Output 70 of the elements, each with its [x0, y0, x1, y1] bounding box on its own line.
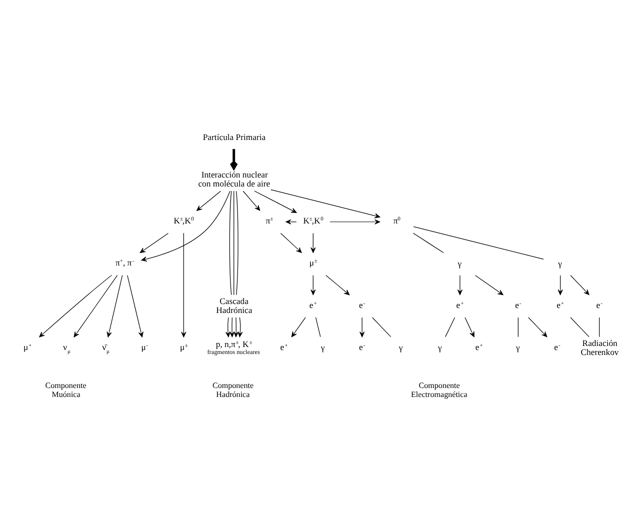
node-text: μ$^{±}$ — [180, 341, 188, 352]
node-text: γ — [558, 258, 562, 268]
node-text: e$^{-}$ — [358, 299, 366, 310]
node-text: e$^{-}$ — [515, 299, 522, 310]
arrow — [106, 274, 123, 337]
arrow — [196, 190, 221, 210]
arrow — [140, 232, 169, 253]
node-text: π$^{0}$ — [393, 215, 400, 226]
arrow — [280, 232, 302, 252]
arrow — [230, 316, 235, 337]
arrow — [230, 148, 238, 170]
arrow — [457, 274, 462, 294]
node-text: γ — [398, 342, 403, 352]
node-text: μ$^{+}$ — [24, 341, 32, 352]
connector — [413, 226, 544, 259]
arrow — [127, 274, 144, 337]
arrow — [74, 274, 118, 337]
arrow — [558, 274, 563, 294]
arrow — [254, 190, 297, 212]
node-text: e$^{+}$ — [475, 341, 483, 352]
node-text: γ — [438, 342, 442, 352]
arrow — [310, 274, 316, 294]
arrow — [234, 316, 239, 337]
arrow — [528, 316, 548, 337]
connector — [570, 316, 590, 337]
connector — [236, 190, 238, 295]
node-text: ν$_{μ}$ — [63, 341, 71, 354]
node-text: Interacción nuclear con molécula de aire — [198, 168, 270, 188]
connector — [315, 316, 321, 337]
connector — [229, 190, 232, 295]
node-text: K$^{±}$,K$^{0}$ — [174, 215, 194, 226]
arrow — [242, 190, 260, 210]
arrow — [238, 316, 243, 337]
connector — [445, 316, 456, 337]
node-text: e$^{-}$ — [596, 299, 602, 310]
node-text: π$^{+}$, π$^{-}$ — [116, 257, 134, 268]
node-text: K$^{±}$,K$^{0}$ — [303, 215, 324, 226]
arrow — [330, 218, 380, 224]
node-text: p, n,π$^{±}$, K$^{±}$ — [216, 338, 252, 349]
node-text: e$^{-}$ — [554, 341, 560, 352]
node-text: Partícula Primaria — [202, 131, 266, 142]
node-text: γ — [458, 258, 462, 268]
node-text: e$^{+}$ — [456, 299, 464, 310]
node-text: e$^{+}$ — [280, 341, 288, 352]
node-text: Radiación Cherenkov — [580, 337, 619, 357]
arrow — [464, 316, 474, 337]
node-text: e$^{+}$ — [309, 299, 317, 310]
node-text: e$^{+}$ — [556, 299, 564, 310]
node-text: e$^{-}$ — [358, 341, 366, 352]
node-text: Cascada Hadrónica — [216, 295, 252, 315]
node-text: γ — [516, 342, 520, 352]
connector — [599, 316, 600, 337]
arrow — [39, 274, 112, 337]
arrow — [570, 274, 590, 294]
node-text: π$^{±}$ — [266, 215, 274, 226]
arrow — [291, 316, 306, 337]
node-text: μ$^{±}$ — [309, 257, 318, 268]
node-text: ν̄$_{μ}$ — [102, 341, 110, 354]
arrow — [141, 190, 230, 262]
arrow — [270, 188, 380, 218]
node-text: μ$^{-}$ — [141, 341, 148, 352]
arrow — [326, 274, 350, 295]
arrow — [474, 274, 504, 295]
node-text: γ — [320, 342, 325, 352]
connector — [372, 316, 392, 337]
arrow — [360, 316, 365, 337]
arrow — [310, 232, 316, 252]
arrow — [181, 232, 186, 337]
arrow — [225, 316, 230, 337]
connector — [412, 232, 444, 253]
